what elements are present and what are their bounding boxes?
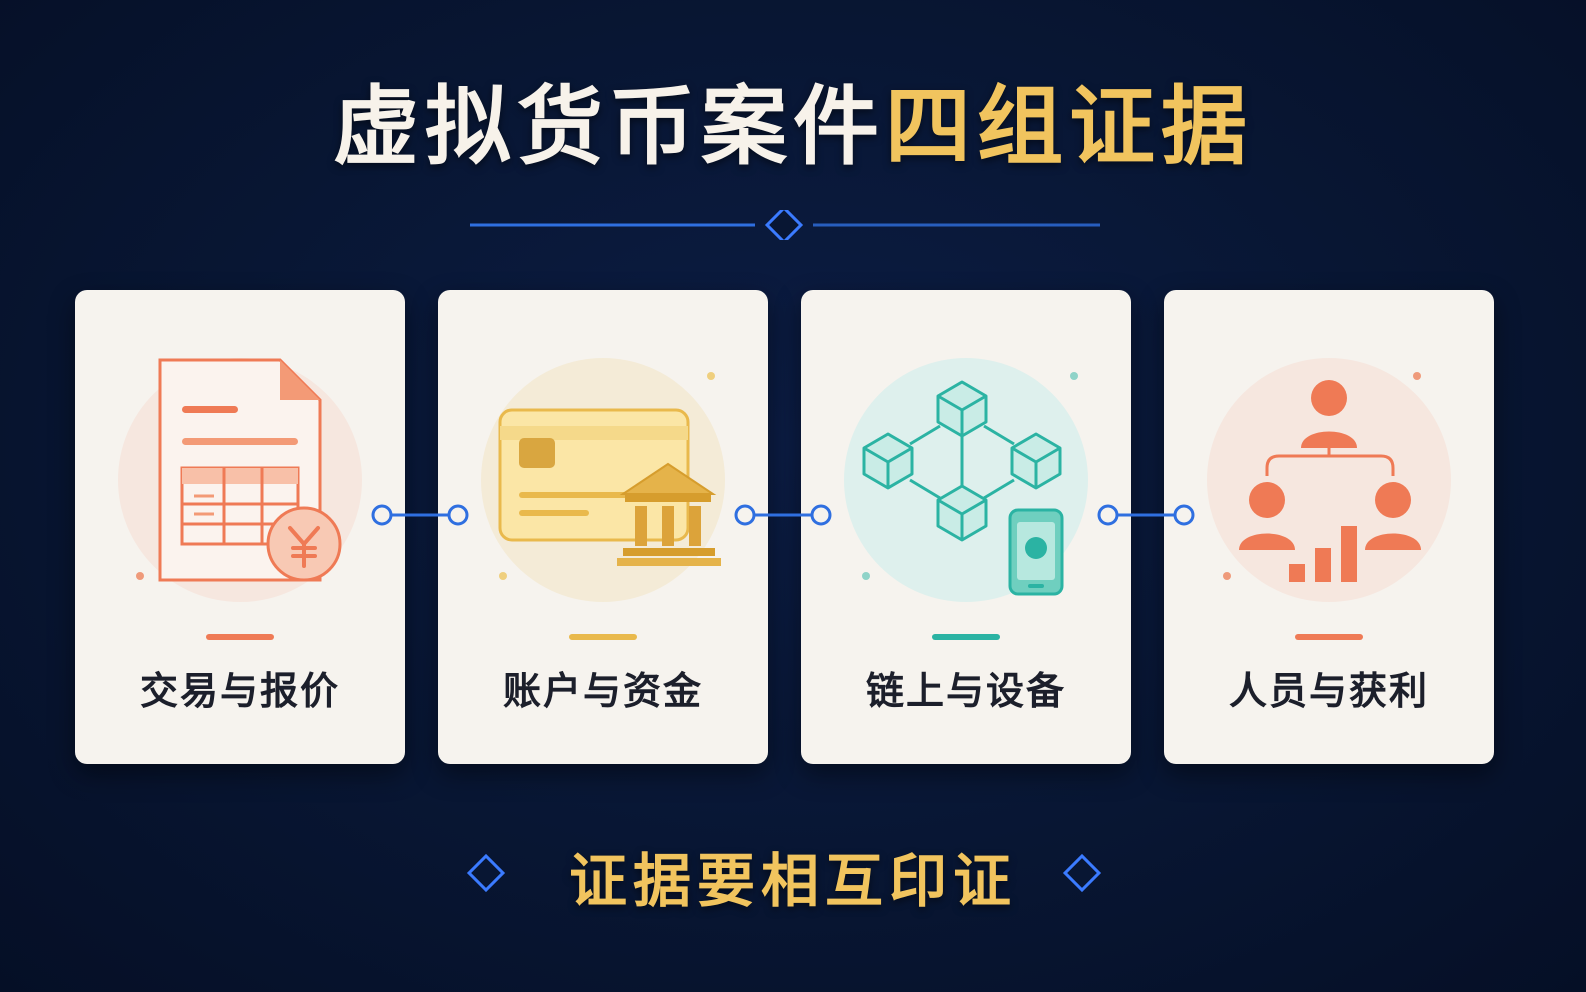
document-yuan-icon	[118, 358, 362, 602]
card-accent-bar	[932, 634, 1000, 640]
card-connector	[734, 504, 832, 526]
card-connector	[1097, 504, 1195, 526]
evidence-card-people: 人员与获利	[1164, 290, 1494, 764]
card-accent-bar	[569, 634, 637, 640]
card-accent-bar	[206, 634, 274, 640]
card-label: 人员与获利	[1228, 669, 1429, 713]
evidence-card-trading: 交易与报价	[75, 290, 405, 764]
card-connector	[371, 504, 469, 526]
title-gold-part: 四组证据	[885, 76, 1253, 177]
card-label: 交易与报价	[139, 669, 340, 713]
footer-divider	[170, 853, 1420, 893]
evidence-card-blockchain: 链上与设备	[801, 290, 1131, 764]
card-label: 账户与资金	[502, 669, 703, 713]
card-accent-bar	[1295, 634, 1363, 640]
card-label: 链上与设备	[865, 669, 1066, 713]
people-chart-icon	[1207, 358, 1451, 602]
bank-card-icon	[481, 358, 725, 602]
title-divider	[470, 210, 1100, 240]
title-white-part: 虚拟货币案件	[333, 76, 885, 177]
evidence-card-accounts: 账户与资金	[438, 290, 768, 764]
blockchain-phone-icon	[844, 358, 1088, 602]
footer-tagline: 证据要相互印证	[568, 847, 1017, 915]
page-title: 虚拟货币案件四组证据	[0, 72, 1586, 182]
